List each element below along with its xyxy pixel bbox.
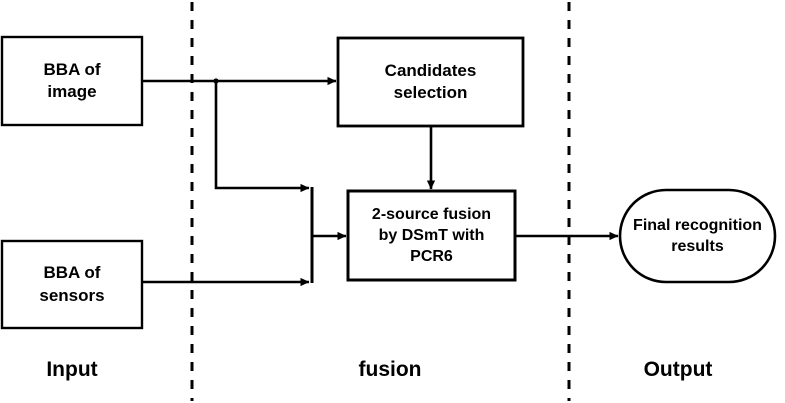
- node-two-source-fusion-shape: [346, 189, 517, 282]
- node-bba-sensors-shape: [0, 239, 144, 330]
- node-bba-image-shape: [0, 35, 144, 127]
- node-candidates-selection-shape: [336, 36, 525, 128]
- node-final-recognition-results-shape: [618, 188, 777, 284]
- connector-image-to-merge: [214, 81, 310, 193]
